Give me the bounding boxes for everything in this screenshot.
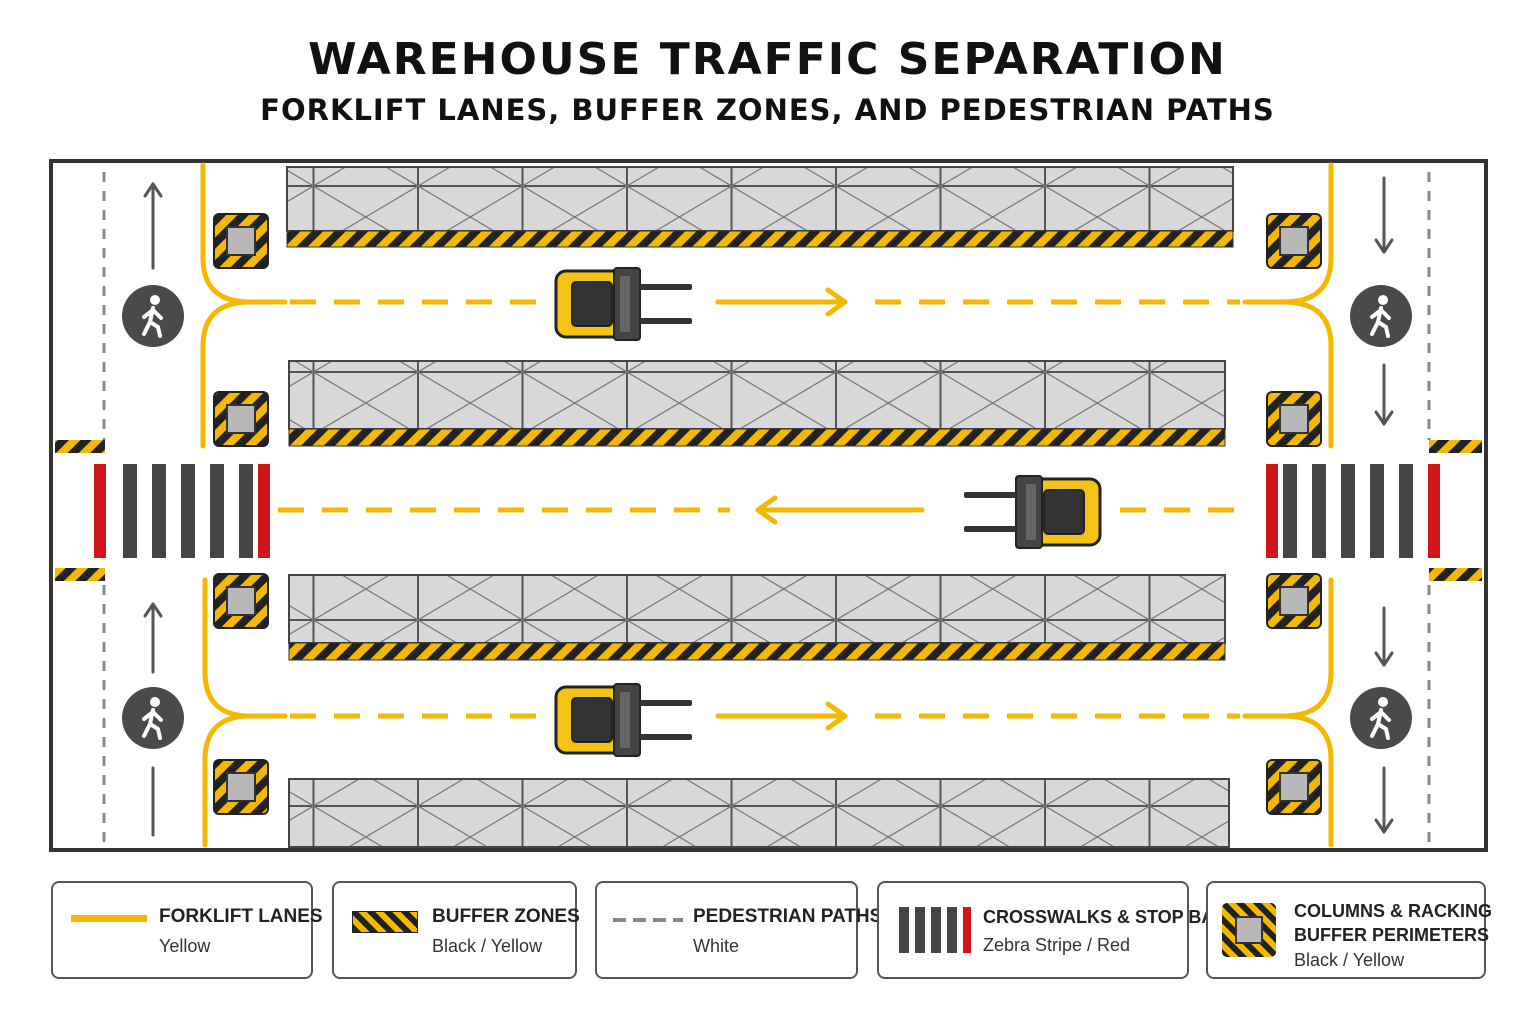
legend-pedestrian-paths: PEDESTRIAN PATHS White (595, 881, 882, 979)
forklift-lane-swatch (71, 915, 147, 922)
buffer-mark (1429, 568, 1482, 581)
diagram-title: WAREHOUSE TRAFFIC SEPARATION (308, 34, 1227, 85)
legend-label: PEDESTRIAN PATHS (693, 906, 883, 927)
legend-label: COLUMNS & RACKING (1294, 901, 1492, 921)
forklift-icon (964, 475, 1102, 549)
forklift-lane-boundaries (200, 162, 1334, 848)
column-buffer (1266, 213, 1322, 269)
rack-row-1 (286, 166, 1234, 248)
stop-bar (94, 464, 106, 558)
legend-sub: Black / Yellow (1294, 950, 1405, 970)
pedestrian-icon (122, 687, 184, 749)
rack-row-2 (288, 360, 1226, 447)
diagram-subtitle: FORKLIFT LANES, BUFFER ZONES, AND PEDEST… (260, 93, 1275, 127)
crosswalk-swatch (899, 907, 971, 953)
forklift-lane-centerlines (278, 299, 1245, 719)
buffer-mark (55, 568, 105, 581)
buffer-mark (55, 440, 105, 453)
column-buffer (213, 573, 269, 629)
column-buffers (213, 213, 1322, 815)
column-buffer (1266, 759, 1322, 815)
legend-crosswalks: CROSSWALKS & STOP BARS Zebra Stripe / Re… (877, 881, 1239, 979)
pedestrian-path-swatch (613, 918, 683, 922)
rack-row-4 (288, 778, 1230, 848)
legend-label: FORKLIFT LANES (159, 906, 323, 927)
column-buffer-swatch (1222, 903, 1276, 957)
pedestrian-arrows (143, 176, 1394, 837)
forklift-icon (554, 267, 692, 341)
stop-bar (258, 464, 270, 558)
crosswalk-left (94, 464, 270, 558)
legend-sub: White (693, 936, 740, 956)
pedestrian-icon (1350, 285, 1412, 347)
legend-buffer-zones: BUFFER ZONES Black / Yellow (332, 881, 580, 979)
buffer-mark (1429, 440, 1482, 453)
buffer-zone-swatch (352, 911, 418, 933)
legend-forklift-lanes: FORKLIFT LANES Yellow (51, 881, 323, 979)
rack-row-3 (288, 574, 1226, 661)
pedestrian-icon (122, 285, 184, 347)
legend-columns-racking: COLUMNS & RACKING BUFFER PERIMETERS Blac… (1206, 881, 1492, 979)
column-buffer (213, 213, 269, 269)
pedestrian-icon (1350, 687, 1412, 749)
stop-bar (1266, 464, 1278, 558)
forklift-icon (554, 683, 692, 757)
column-buffer (213, 391, 269, 447)
stop-bar (1428, 464, 1440, 558)
legend-sub: Black / Yellow (432, 936, 543, 956)
column-buffer (1266, 573, 1322, 629)
legend-label-2: BUFFER PERIMETERS (1294, 925, 1490, 945)
legend-sub: Yellow (159, 936, 211, 956)
crosswalk-right (1266, 464, 1440, 558)
warehouse-floor-plan (49, 159, 1488, 852)
column-buffer (1266, 391, 1322, 447)
column-buffer (213, 759, 269, 815)
direction-arrow-icon (715, 287, 925, 731)
legend-label: BUFFER ZONES (432, 906, 580, 927)
legend-label: CROSSWALKS & STOP BARS (983, 907, 1240, 927)
legend-sub: Zebra Stripe / Red (983, 935, 1131, 955)
